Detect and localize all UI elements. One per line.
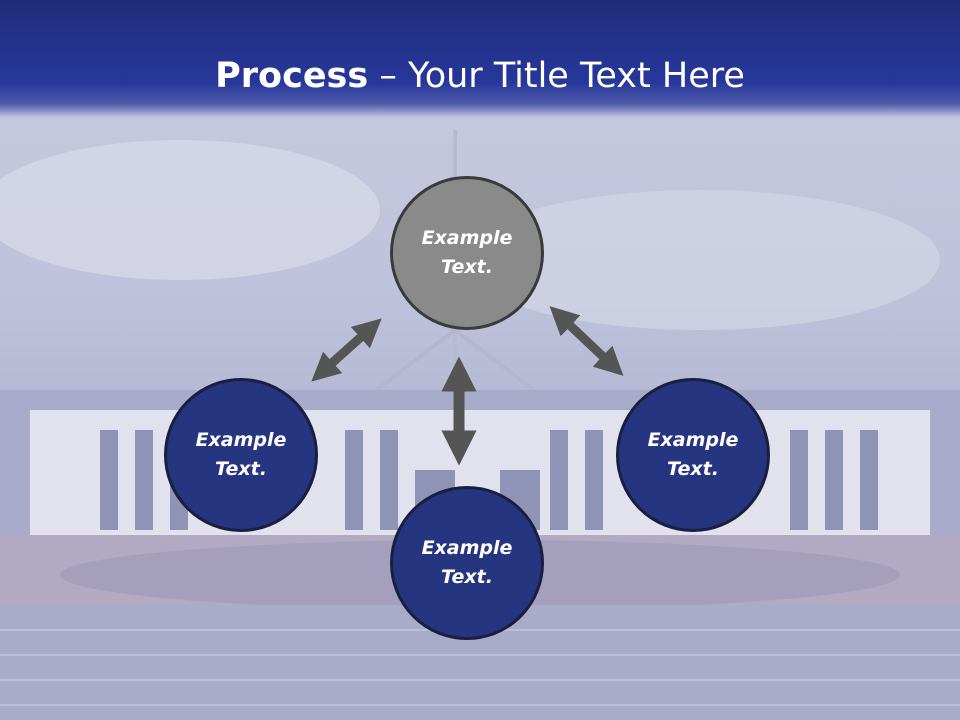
node-right-line2: Text. (667, 458, 719, 480)
node-left-line2: Text. (215, 458, 267, 480)
arrow-top-left (311, 318, 382, 382)
node-bottom-label: Example Text. (412, 534, 522, 592)
node-top-line2: Text. (441, 256, 493, 278)
node-bottom-line1: Example (421, 537, 513, 559)
node-bottom-line2: Text. (441, 566, 493, 588)
arrow-top-right (549, 306, 624, 376)
node-bottom: Example Text. (390, 486, 544, 640)
slide-title: Process – Your Title Text Here (0, 54, 960, 98)
title-rest: Your Title Text Here (407, 56, 745, 96)
node-top-line1: Example (421, 227, 513, 249)
title-dash: – (368, 56, 408, 96)
node-top: Example Text. (390, 176, 544, 330)
node-right: Example Text. (616, 378, 770, 532)
node-right-line1: Example (647, 429, 739, 451)
header-bar (0, 0, 960, 118)
node-left-line1: Example (195, 429, 287, 451)
node-top-label: Example Text. (412, 224, 522, 282)
node-right-label: Example Text. (638, 426, 748, 484)
title-bold: Process (215, 56, 369, 96)
node-left-label: Example Text. (186, 426, 296, 484)
node-left: Example Text. (164, 378, 318, 532)
